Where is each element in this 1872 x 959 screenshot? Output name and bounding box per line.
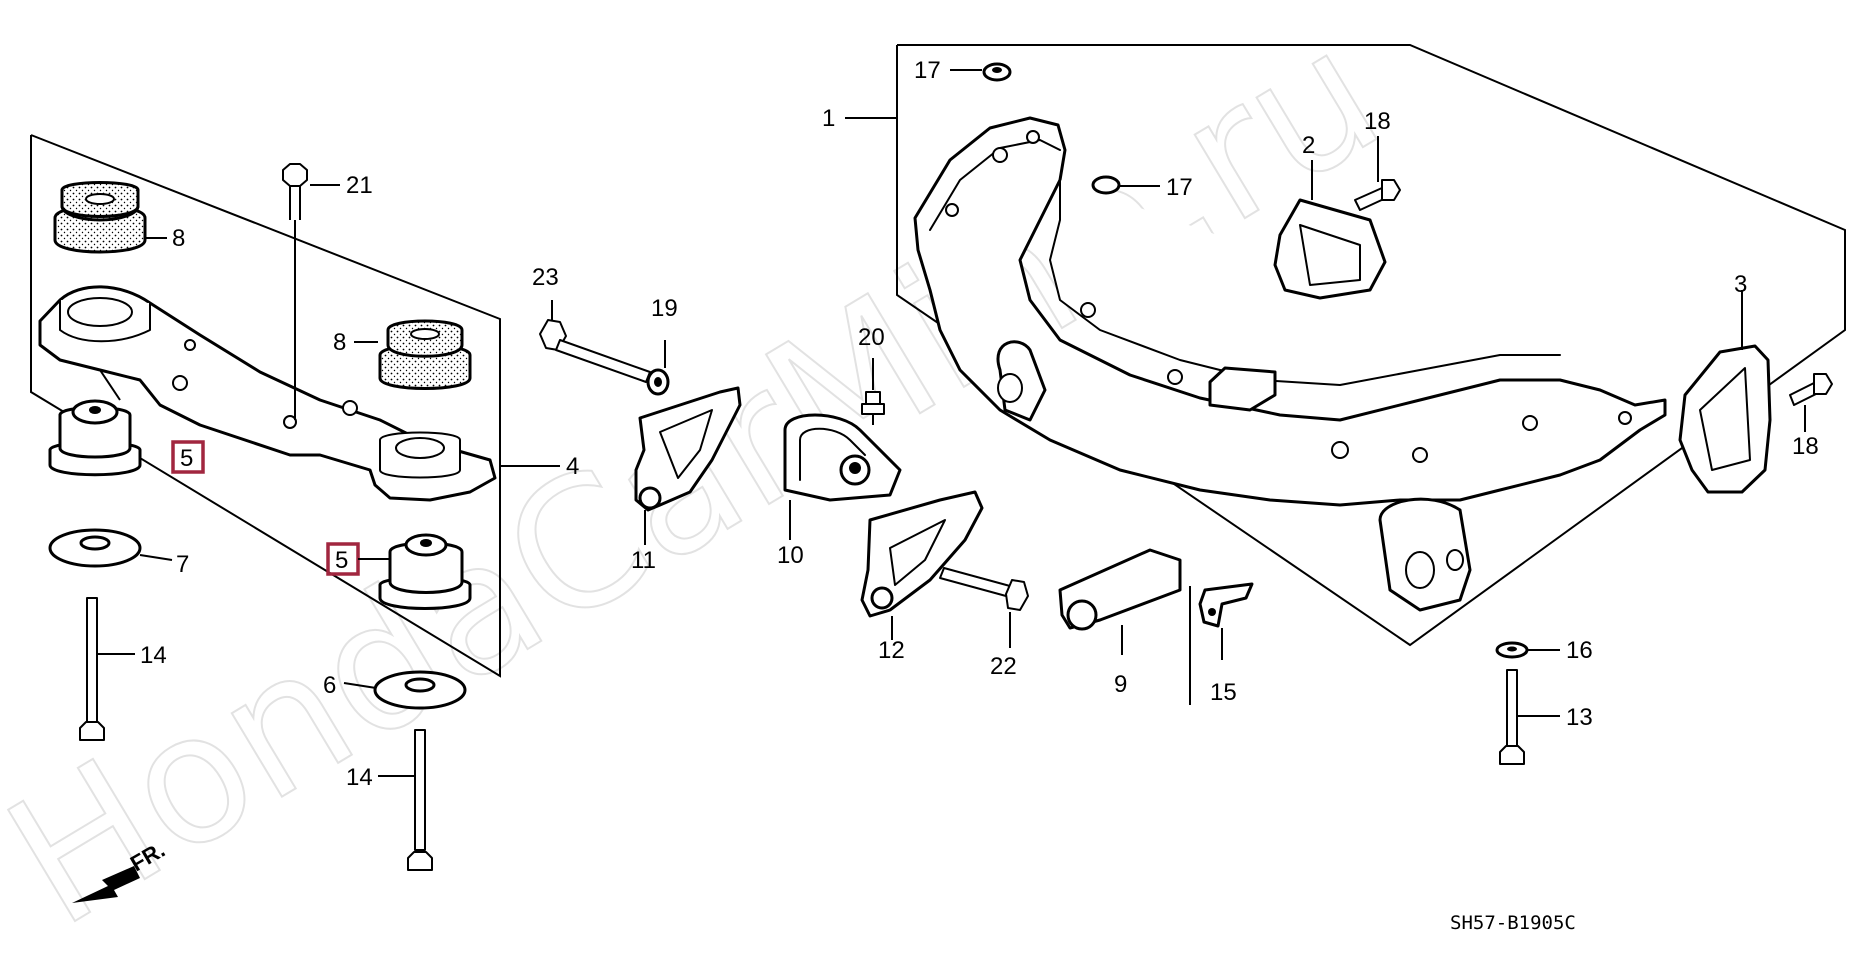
callout-14-lower: 14: [346, 764, 373, 791]
bushing-10: [783, 413, 902, 540]
callout-21: 21: [346, 172, 373, 199]
callout-8-right: 8: [333, 329, 346, 356]
bolt-14-lower: [378, 729, 433, 871]
callout-2: 2: [1302, 132, 1315, 159]
callout-5-right: 5: [335, 547, 348, 574]
callout-17-top: 17: [914, 57, 941, 84]
cushion-8-right: [378, 319, 472, 390]
bolt-20: [861, 358, 885, 425]
bolt-14-left: [79, 597, 135, 741]
callout-19: 19: [651, 295, 678, 322]
washer-16: [1495, 641, 1560, 659]
callout-12: 12: [878, 637, 905, 664]
callout-23: 23: [532, 264, 559, 291]
bracket-11: [634, 386, 742, 545]
callout-8-upper: 8: [172, 225, 185, 252]
callout-5-left: 5: [180, 445, 193, 472]
callout-15: 15: [1210, 679, 1237, 706]
callout-7: 7: [176, 551, 189, 578]
callout-10: 10: [777, 542, 804, 569]
callout-16: 16: [1566, 637, 1593, 664]
clip-15: [1189, 582, 1254, 705]
callout-13: 13: [1566, 704, 1593, 731]
washer-plate-7: [48, 528, 173, 568]
bolt-22: [939, 567, 1029, 648]
beam-group-frame: [30, 134, 560, 678]
bracket-3: [1678, 290, 1772, 494]
callout-17-mid: 17: [1166, 174, 1193, 201]
subframe-group-frame: [845, 44, 1846, 647]
diagram-code: SH57-B1905C: [1450, 912, 1576, 934]
callout-3: 3: [1734, 271, 1747, 298]
stopper-9: [1058, 548, 1182, 655]
bracket-12: [860, 490, 984, 640]
bolt-18-right: [1789, 373, 1833, 432]
cushion-8-upper-left: [53, 181, 147, 254]
callout-18-right: 18: [1792, 433, 1819, 460]
bolt-21: [282, 163, 308, 420]
grommet-17-top: [950, 62, 1012, 82]
washer-19: [646, 340, 670, 396]
callout-6: 6: [323, 672, 336, 699]
bolt-18-top: [1354, 136, 1401, 211]
bolt-23: [539, 300, 651, 383]
callout-5-box-left: [171, 440, 205, 474]
bushing-5-right: [378, 533, 472, 610]
bushing-5-left: [48, 399, 142, 477]
bolt-13: [1499, 669, 1560, 765]
rear-beam-4: [38, 285, 497, 502]
callout-20: 20: [858, 324, 885, 351]
callout-9: 9: [1114, 671, 1127, 698]
callout-4: 4: [566, 453, 579, 480]
washer-plate-6: [343, 670, 467, 710]
callout-22: 22: [990, 653, 1017, 680]
callout-14-left: 14: [140, 642, 167, 669]
callout-18-top: 18: [1364, 108, 1391, 135]
grommet-17-mid: [1091, 175, 1160, 195]
callout-11: 11: [631, 547, 656, 574]
bracket-2: [1273, 160, 1387, 300]
callout-1: 1: [822, 105, 835, 132]
